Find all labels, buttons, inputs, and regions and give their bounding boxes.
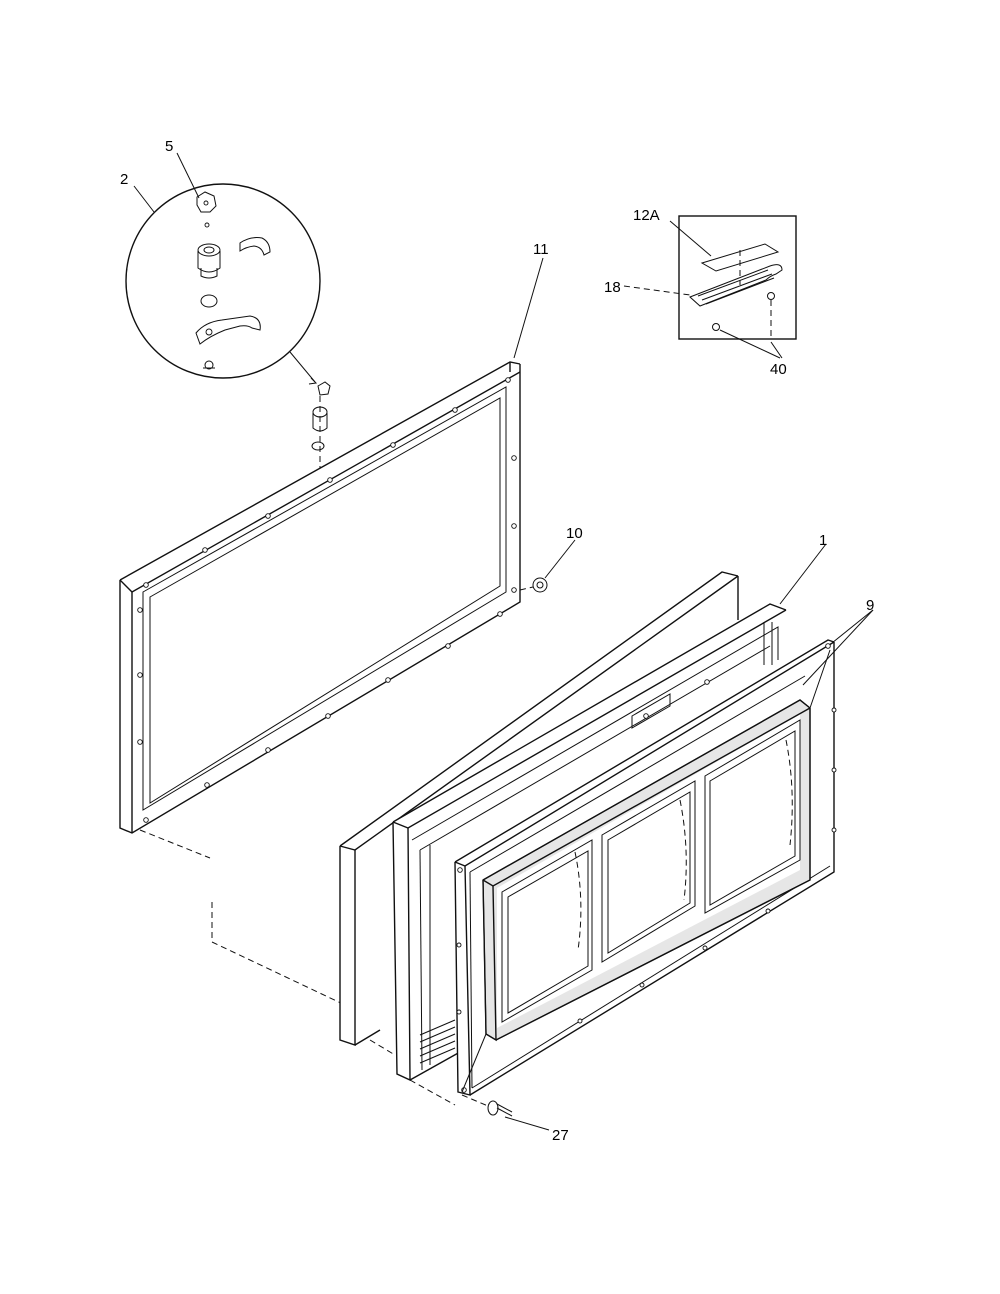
callout-9: 9 xyxy=(866,597,874,614)
callout-11: 11 xyxy=(533,241,549,258)
detail-leader xyxy=(289,351,316,383)
hinge-detail-circle xyxy=(125,183,321,379)
callout-5: 5 xyxy=(165,138,173,155)
liner-vent xyxy=(419,1019,456,1064)
part-27-screw xyxy=(461,1094,513,1117)
callout-leaders xyxy=(133,152,874,1131)
alignment-line-b xyxy=(211,902,346,1006)
callout-40: 40 xyxy=(770,361,787,378)
callout-12a: 12A xyxy=(633,207,660,224)
frame-holes xyxy=(137,377,517,823)
callout-10: 10 xyxy=(566,525,583,542)
callout-18: 18 xyxy=(604,279,621,296)
part-10-bumper xyxy=(519,577,548,593)
handle-detail-box xyxy=(678,215,797,340)
callout-27: 27 xyxy=(552,1127,569,1144)
door-window-panel xyxy=(461,649,831,1093)
part-11-frame xyxy=(119,361,521,834)
callout-2: 2 xyxy=(120,171,128,188)
callout-1: 1 xyxy=(819,532,827,549)
alignment-line-a xyxy=(139,829,211,859)
